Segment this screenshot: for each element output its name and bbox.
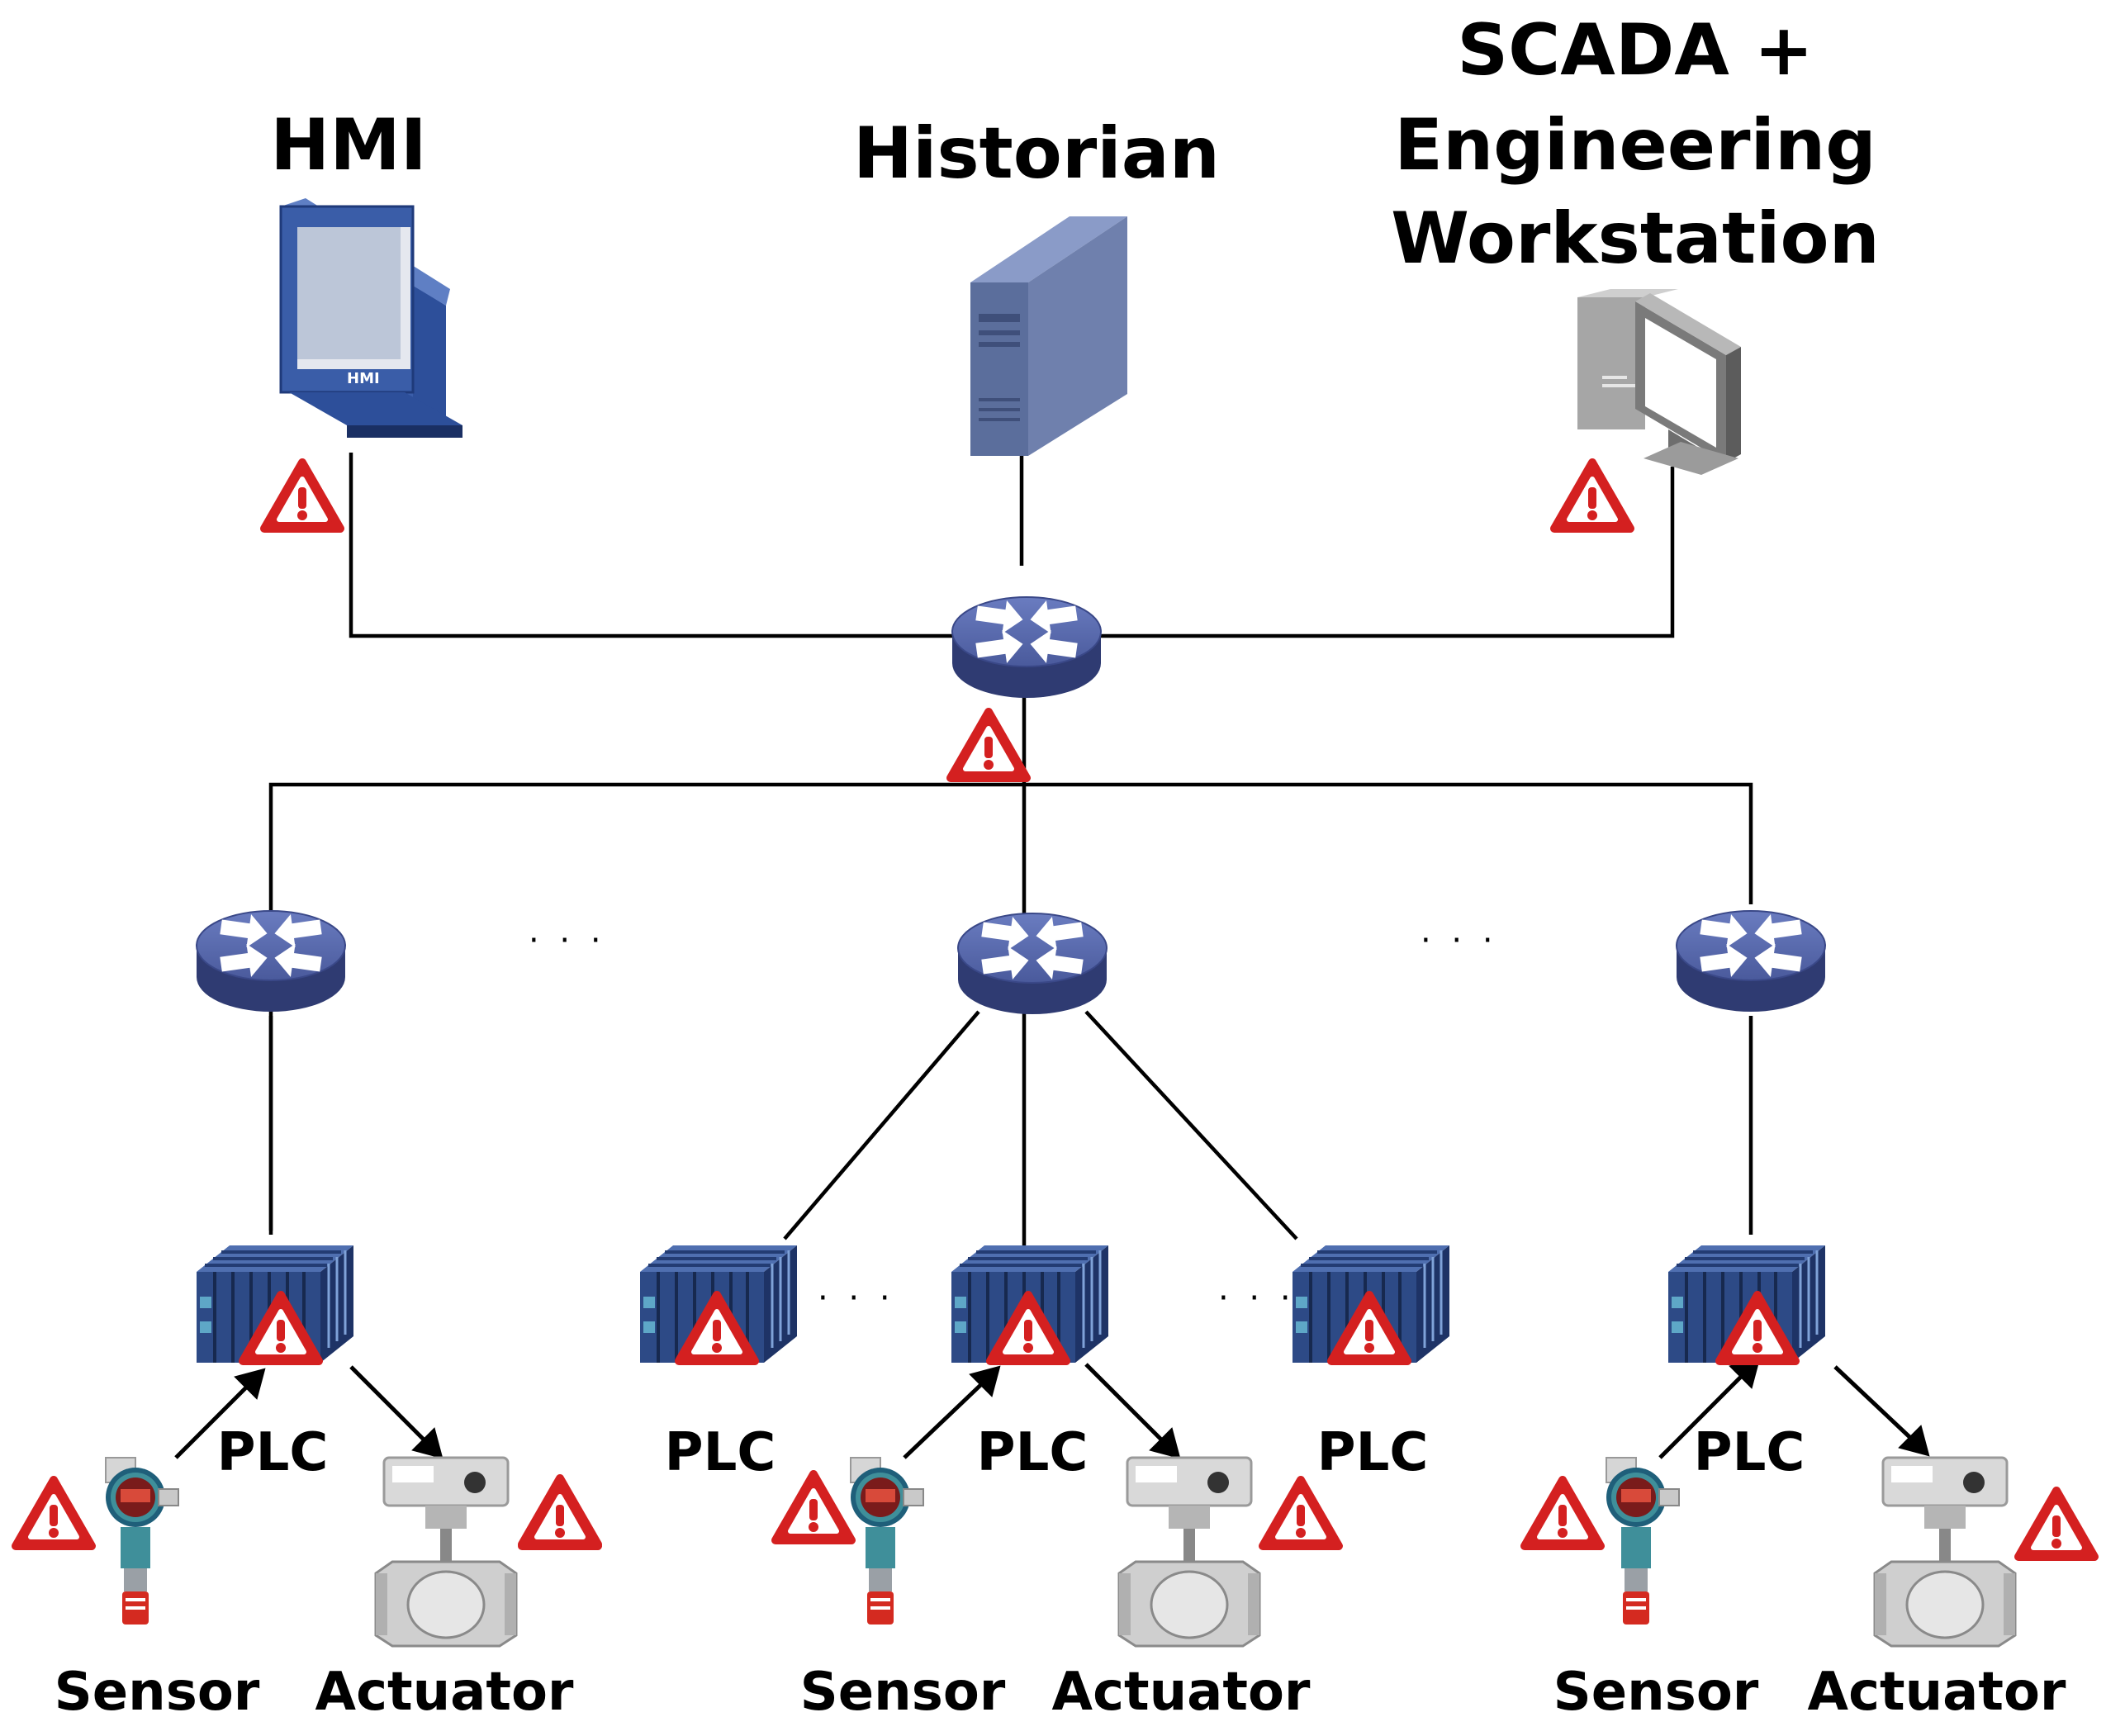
warning-icon (16, 1480, 92, 1546)
warning-icon (1554, 462, 1630, 529)
network-switch-icon (1676, 910, 1826, 1013)
ellipsis: · · · (818, 1279, 895, 1317)
sensor-label: Sensor (1553, 1662, 1759, 1723)
valve-actuator-icon (1117, 1456, 1261, 1648)
ellipsis: · · · (529, 922, 606, 960)
plc-label: PLC (977, 1422, 1089, 1483)
plc-label: PLC (1694, 1422, 1805, 1483)
network-switch-icon (951, 596, 1102, 699)
hmi-label: HMI (270, 104, 427, 187)
sensor-label: Sensor (55, 1662, 260, 1723)
monitor-icon: HMI (279, 198, 462, 438)
actuator-label: Actuator (315, 1662, 574, 1723)
warning-icon (522, 1480, 598, 1546)
plc-label: PLC (1317, 1422, 1429, 1483)
plc-label: PLC (217, 1422, 329, 1483)
warning-icon (951, 712, 1027, 778)
ellipsis: · · · (1421, 922, 1498, 960)
network-switch-icon (196, 910, 346, 1013)
pressure-sensor-icon (1606, 1457, 1680, 1625)
pressure-sensor-icon (850, 1457, 924, 1625)
workstation-icon (1577, 289, 1741, 475)
scada-label-line1: SCADA + (1457, 9, 1814, 92)
ellipsis: · · · (1218, 1279, 1296, 1317)
network-links (268, 453, 1753, 1247)
warning-icon (264, 462, 340, 529)
plc-label: PLC (665, 1422, 776, 1483)
hmi-screen-text: HMI (347, 370, 380, 387)
scada-label-line3: Workstation (1391, 197, 1880, 280)
actuator-label: Actuator (1808, 1662, 2066, 1723)
warning-icon (1525, 1480, 1601, 1546)
actuator-label: Actuator (1052, 1662, 1311, 1723)
sensor-label: Sensor (800, 1662, 1006, 1723)
pressure-sensor-icon (105, 1457, 179, 1625)
historian-label: Historian (853, 112, 1220, 195)
network-switch-icon (957, 913, 1108, 1015)
flow-arrows (174, 1357, 1930, 1459)
valve-actuator-icon (374, 1456, 518, 1648)
server-icon (970, 216, 1127, 456)
scada-label-line2: Engineering (1394, 104, 1876, 187)
warning-icon (2018, 1491, 2094, 1557)
valve-actuator-icon (1873, 1456, 2017, 1648)
warning-icon (1263, 1480, 1339, 1546)
warning-icon (776, 1474, 851, 1540)
